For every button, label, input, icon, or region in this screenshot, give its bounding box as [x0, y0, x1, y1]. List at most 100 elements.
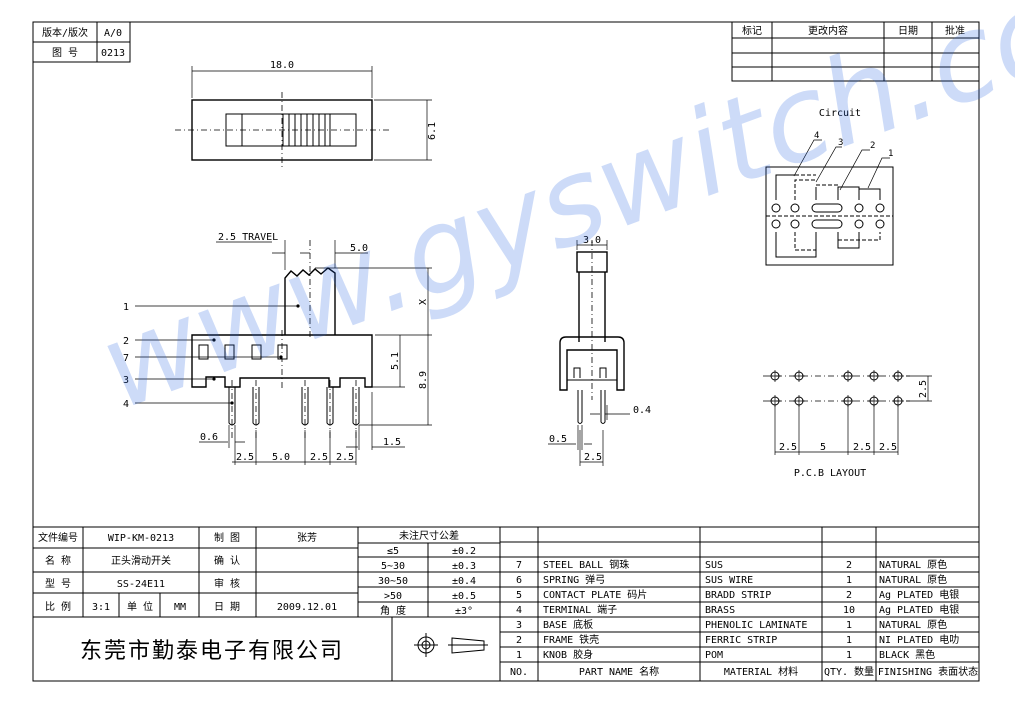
part-name: TERMINAL 端子 — [543, 603, 617, 616]
pin-width-dim: 0.6 — [200, 432, 218, 443]
part-no: 1 — [516, 650, 522, 661]
tolerance-range: 角 度 — [380, 604, 406, 617]
scale-label: 比 例 — [45, 600, 71, 613]
part-no: 7 — [516, 560, 522, 571]
part-no: 5 — [516, 590, 522, 601]
tolerance-value: ±3° — [455, 606, 473, 617]
confirm-label: 确 认 — [214, 554, 240, 567]
unit-label: 单 位 — [127, 600, 153, 613]
pitch-1: 2.5 — [236, 452, 254, 463]
front-pin-pitch-dim: 2.5 — [584, 452, 602, 463]
parts-header-no: NO. — [510, 667, 528, 678]
rev-header-content: 更改内容 — [808, 24, 848, 37]
front-knob-width-dim: 3.0 — [583, 235, 601, 246]
part-qty: 2 — [846, 560, 852, 571]
date-label: 日 期 — [214, 601, 240, 613]
drawn-by: 张芳 — [297, 531, 317, 544]
part-name: FRAME 铁壳 — [543, 633, 599, 646]
pcb-pitch-2: 5 — [820, 442, 826, 453]
part-name: KNOB 胶身 — [543, 648, 593, 661]
tolerance-range: ≤5 — [387, 546, 399, 557]
corner-box: 版本/版次 A/0 图 号 0213 — [33, 22, 131, 63]
callout-7: 7 — [123, 353, 129, 364]
drawn-label: 制 图 — [214, 531, 240, 544]
pin-offset-dim: 1.5 — [383, 437, 401, 448]
part-material: SUS WIRE — [705, 575, 753, 586]
knob-height-dim: X — [418, 299, 429, 305]
callout-1: 1 — [123, 302, 129, 313]
pcb-pitch-3: 2.5 — [853, 442, 871, 453]
version-value: A/0 — [104, 28, 122, 39]
circuit-title: Circuit — [819, 108, 861, 119]
total-height-dim: 8.9 — [418, 371, 429, 389]
company-name: 东莞市勤泰电子有限公司 — [80, 639, 344, 664]
front-view: 3.0 0.4 0.5 2.5 — [548, 235, 651, 466]
product-name: 正头滑动开关 — [111, 554, 171, 567]
front-pin-width-dim: 0.5 — [549, 434, 567, 445]
tolerance-range: 5~30 — [381, 561, 405, 572]
part-qty: 10 — [843, 605, 855, 616]
top-view: 18.0 6.1 — [175, 60, 438, 170]
revision-table: 标记 更改内容 日期 批准 — [731, 22, 979, 82]
parts-header-name: PART NAME 名称 — [579, 665, 659, 678]
rev-header-approve: 批准 — [945, 24, 965, 37]
top-width-dim: 18.0 — [270, 60, 294, 71]
file-no: WIP-KM-0213 — [108, 533, 174, 544]
part-qty: 1 — [846, 650, 852, 661]
rev-header-mark: 标记 — [742, 25, 762, 37]
circuit-label-4: 4 — [814, 131, 819, 141]
part-no: 6 — [516, 575, 522, 586]
front-pin-thick-dim: 0.4 — [633, 405, 651, 416]
pitch-4: 2.5 — [336, 452, 354, 463]
travel-dim: 2.5 TRAVEL — [218, 232, 278, 243]
part-material: BRASS — [705, 605, 735, 616]
part-name: BASE 底板 — [543, 618, 593, 631]
part-finishing: NI PLATED 电叻 — [879, 633, 959, 646]
parts-row: 6 SPRING 弹弓 SUS WIRE 1 NATURAL 原色 — [516, 573, 947, 586]
model: SS-24E11 — [117, 579, 165, 590]
part-name: SPRING 弹弓 — [543, 573, 605, 586]
scale: 3:1 — [92, 602, 110, 613]
part-material: POM — [705, 650, 723, 661]
parts-header-material: MATERIAL 材料 — [724, 665, 798, 678]
parts-header-qty: QTY. 数量 — [824, 665, 874, 678]
tolerance-value: ±0.2 — [452, 546, 476, 557]
part-finishing: Ag PLATED 电银 — [879, 588, 959, 601]
part-name: STEEL BALL 钢珠 — [543, 558, 629, 571]
drawing-no-value: 0213 — [101, 48, 125, 59]
part-finishing: NATURAL 原色 — [879, 618, 947, 631]
tolerance-title: 未注尺寸公差 — [399, 529, 459, 542]
part-qty: 2 — [846, 590, 852, 601]
body-height-dim: 5.1 — [390, 352, 401, 370]
part-finishing: NATURAL 原色 — [879, 558, 947, 571]
part-no: 4 — [516, 605, 522, 616]
tolerance-value: ±0.4 — [452, 576, 476, 587]
pitch-2: 5.0 — [272, 452, 290, 463]
part-no: 2 — [516, 635, 522, 646]
file-no-label: 文件编号 — [38, 531, 78, 544]
part-qty: 1 — [846, 575, 852, 586]
part-finishing: NATURAL 原色 — [879, 573, 947, 586]
name-label: 名 称 — [45, 554, 71, 567]
side-view: 1 2 7 3 4 2.5 TRAVEL 5.0 X 5.1 8.9 0.6 1… — [123, 232, 432, 465]
pcb-layout: 2.5 2.5 5 2.5 2.5 P.C.B LAYOUT — [763, 370, 932, 479]
pcb-pitch-4: 2.5 — [879, 442, 897, 453]
model-label: 型 号 — [45, 577, 71, 590]
callout-2: 2 — [123, 336, 129, 347]
circuit-label-3: 3 — [838, 138, 843, 148]
drawing-no-label: 图 号 — [52, 47, 78, 59]
date: 2009.12.01 — [277, 602, 337, 613]
circuit-diagram: Circuit 4 3 2 1 — [765, 108, 894, 266]
top-height-dim: 6.1 — [427, 122, 438, 140]
projection-symbol-icon — [414, 633, 488, 657]
unit: MM — [174, 602, 186, 613]
circuit-label-1: 1 — [888, 149, 893, 159]
part-material: BRADD STRIP — [705, 590, 771, 601]
